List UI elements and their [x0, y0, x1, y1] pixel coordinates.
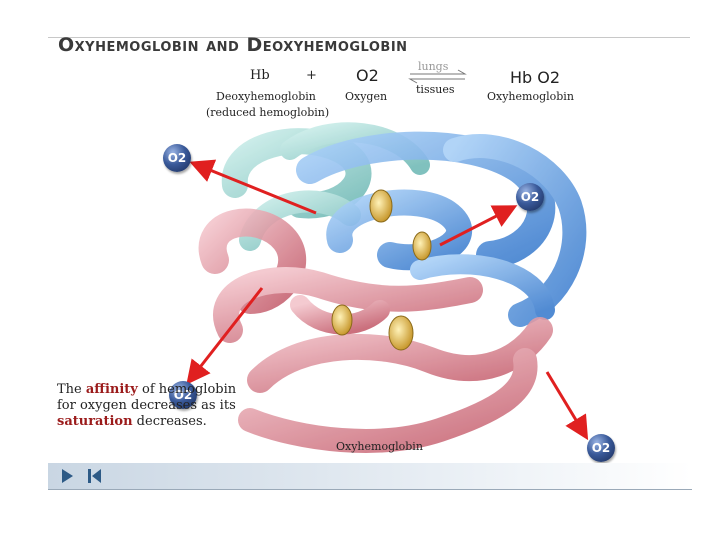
oxygen-molecule-icon: O2	[163, 144, 193, 174]
affinity-term: affinity	[86, 382, 138, 397]
affinity-note: The affinity of hemoglobin for oxygen de…	[57, 382, 236, 430]
note-part: decreases.	[133, 414, 207, 429]
oxygen-molecule-icon: O2	[516, 183, 546, 213]
heme-group	[370, 190, 392, 222]
bottom-rule	[48, 489, 692, 490]
heme-group	[389, 316, 413, 350]
oxygen-molecule-icon: O2	[587, 434, 617, 464]
navigation-bar	[48, 463, 692, 489]
note-part: for oxygen decreases as its	[57, 398, 236, 413]
release-arrow	[547, 372, 585, 435]
heme-group	[332, 305, 352, 335]
saturation-term: saturation	[57, 414, 133, 429]
play-icon[interactable]	[58, 467, 76, 485]
note-part: of hemoglobin	[138, 382, 236, 397]
molecule-caption: Oxyhemoglobin	[336, 440, 423, 453]
note-part: The	[57, 382, 86, 397]
skip-to-start-icon[interactable]	[86, 467, 104, 485]
equilibrium-arrows	[410, 70, 465, 83]
heme-group	[413, 232, 431, 260]
